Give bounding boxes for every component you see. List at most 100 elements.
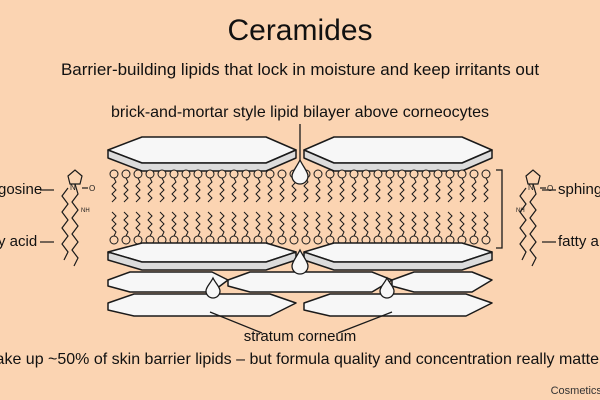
lipid-tail xyxy=(255,177,261,203)
label-sphingosine-left: gosine xyxy=(0,181,43,198)
molecule-n: N xyxy=(70,183,76,192)
lipid-tail xyxy=(315,211,321,237)
lipid-tail xyxy=(363,177,369,203)
lipid-head xyxy=(469,169,479,179)
brick-row3-a xyxy=(107,293,297,317)
lipid-tail xyxy=(423,211,429,237)
pointer-right xyxy=(337,311,393,334)
lipid-tail xyxy=(207,177,213,203)
lipid-tail xyxy=(267,211,273,237)
lipid-head xyxy=(109,235,119,245)
lipid-tail xyxy=(375,177,381,203)
lipid-tail xyxy=(111,211,117,237)
molecule-o: O xyxy=(547,184,553,193)
lipid-tail xyxy=(483,177,489,203)
stratum-corneum-pointers xyxy=(209,311,393,334)
lipid-tail xyxy=(171,177,177,203)
stratum-corneum-label: stratum corneum xyxy=(243,328,357,345)
lipid-tail xyxy=(183,177,189,203)
brick-top-left-side xyxy=(107,149,297,172)
lipid-head xyxy=(121,235,131,245)
page-title: Ceramides xyxy=(227,14,373,47)
lipid-tail xyxy=(279,211,285,237)
lipid-tail xyxy=(471,211,477,237)
pointer-left xyxy=(209,311,263,334)
brick-top-left xyxy=(107,136,297,164)
lipid-head xyxy=(145,169,155,179)
molecule-nh: NH xyxy=(516,208,525,214)
lipid-head xyxy=(481,169,491,179)
lipid-tail xyxy=(231,177,237,203)
lipid-tail xyxy=(279,177,285,203)
lipid-tail xyxy=(411,177,417,203)
moisture-droplets xyxy=(205,158,395,299)
lipid-tail xyxy=(387,211,393,237)
brick-row2-c xyxy=(391,271,493,293)
lipid-tail xyxy=(243,177,249,203)
lipid-head xyxy=(397,169,407,179)
lipid-tail xyxy=(267,177,273,203)
lipid-tail xyxy=(123,211,129,237)
molecule-n: N xyxy=(528,183,534,192)
lipid-tail xyxy=(291,211,297,237)
footer-note: lake up ~50% of skin barrier lipids – bu… xyxy=(0,351,599,368)
ring-shape xyxy=(67,169,83,185)
lipid-tail xyxy=(399,177,405,203)
brick-mid-right xyxy=(303,242,493,263)
lipid-head xyxy=(205,169,215,179)
lipid-tail xyxy=(255,211,261,237)
lipid-tail xyxy=(351,211,357,237)
lipid-head xyxy=(325,169,335,179)
brick-row3-b xyxy=(303,293,493,317)
lipid-tail xyxy=(339,211,345,237)
brick-mid-left xyxy=(107,242,297,263)
label-fatty-acid-right: fatty a xyxy=(558,233,599,250)
lipid-head xyxy=(469,235,479,245)
droplet-icon xyxy=(205,276,221,299)
lipid-head xyxy=(121,169,131,179)
lipid-head xyxy=(421,169,431,179)
lipid-tail xyxy=(447,211,453,237)
lipid-tail xyxy=(171,211,177,237)
lipid-head xyxy=(277,235,287,245)
lipid-tail xyxy=(483,211,489,237)
lipid-tail xyxy=(399,211,405,237)
lipid-head xyxy=(385,169,395,179)
lipid-head xyxy=(253,169,263,179)
source-credit: CosmeticsRe xyxy=(550,385,600,397)
lipid-tail xyxy=(183,211,189,237)
lipid-tail xyxy=(363,211,369,237)
lipid-head xyxy=(337,169,347,179)
lipid-head xyxy=(445,169,455,179)
lipid-tail xyxy=(315,177,321,203)
lipid-head xyxy=(313,235,323,245)
label-fatty-acid-left: y acid xyxy=(0,233,38,250)
lower-corneocyte-bricks xyxy=(107,271,493,317)
molecule-nh: NH xyxy=(81,208,90,214)
lipid-tail xyxy=(195,177,201,203)
lipid-head xyxy=(361,169,371,179)
chain-shape xyxy=(529,183,537,267)
chain-shape xyxy=(61,187,69,261)
lipid-head xyxy=(289,235,299,245)
lipid-head xyxy=(457,169,467,179)
lipid-tail xyxy=(435,211,441,237)
brick-top-right-side xyxy=(303,149,493,172)
lipid-tail xyxy=(159,211,165,237)
lipid-tail xyxy=(135,211,141,237)
label-sphingosine-right: sphing xyxy=(558,181,600,198)
lipid-tail xyxy=(303,211,309,237)
lipid-tail xyxy=(243,211,249,237)
lipid-head xyxy=(181,169,191,179)
lipid-head xyxy=(481,235,491,245)
lipid-tail xyxy=(459,177,465,203)
lipid-tail xyxy=(219,211,225,237)
ceramide-molecule-left xyxy=(40,169,88,267)
lipid-head xyxy=(409,169,419,179)
lipid-tail xyxy=(327,177,333,203)
lipid-tail xyxy=(339,177,345,203)
brick-row2-a xyxy=(107,271,229,293)
lipid-head xyxy=(217,169,227,179)
lipid-tail xyxy=(327,211,333,237)
